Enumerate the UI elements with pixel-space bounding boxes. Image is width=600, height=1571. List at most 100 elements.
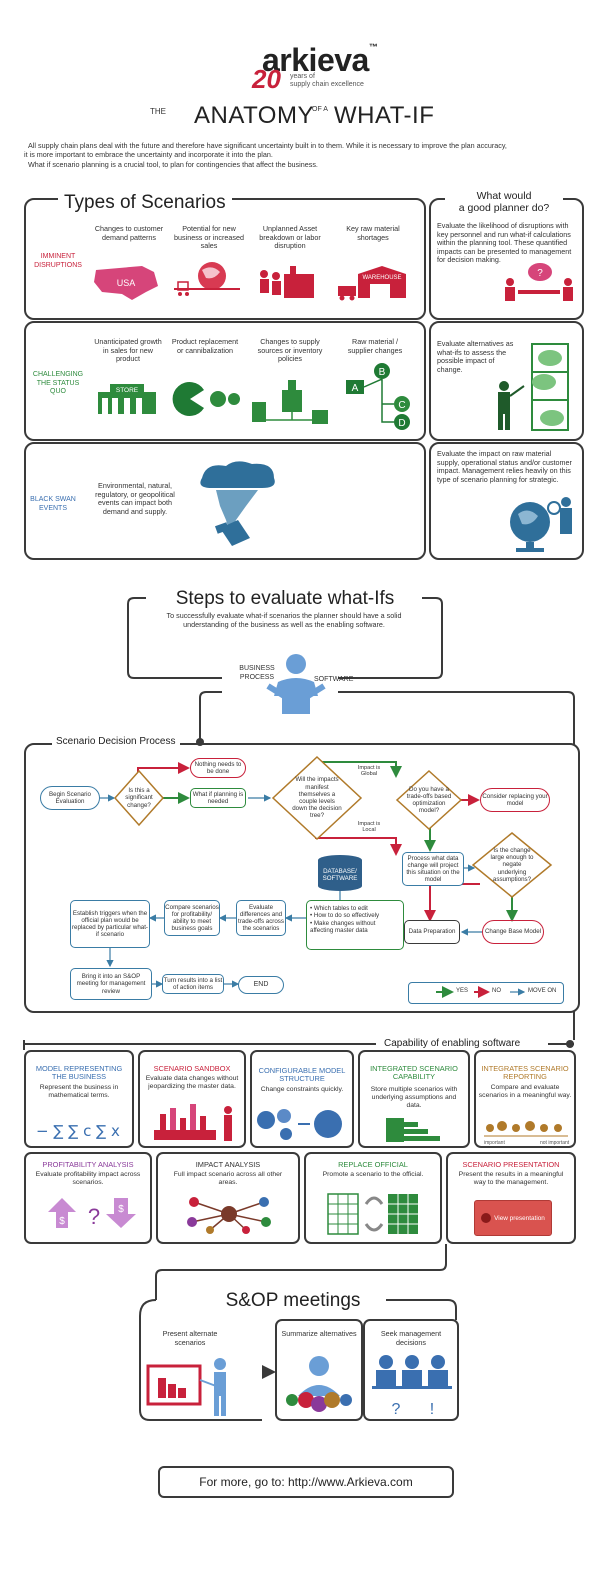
- title-the: THE: [150, 107, 166, 116]
- intro-line-2: it is more important to embrace the unce…: [24, 150, 273, 159]
- nothing-needed-node: Nothing needs to be done: [190, 758, 246, 778]
- capability-card-configurable: [250, 1050, 354, 1148]
- software-label: SOFTWARE: [314, 676, 354, 683]
- data-preparation-node: Data Preparation: [404, 920, 460, 944]
- cap-desc: Compare and evaluate scenarios in a mean…: [478, 1084, 572, 1099]
- row-label-challenging: CHALLENGING THE STATUS QUO: [32, 371, 84, 395]
- svg-text:B: B: [379, 367, 386, 378]
- footer-link[interactable]: For more, go to: http://www.Arkieva.com: [158, 1466, 454, 1498]
- sop-item-present: Present alternate scenarios: [162, 1329, 218, 1347]
- presenter-icon: [146, 1358, 226, 1416]
- scenarios-row-1-box: [24, 198, 426, 320]
- svg-text:!: !: [430, 1401, 434, 1418]
- capability-card-model: [24, 1050, 134, 1148]
- tradeoffs-text: Do you have a trade-offs based optimizat…: [406, 785, 452, 815]
- legend-no: NO: [492, 988, 501, 994]
- whatif-needed-node: What if planning is needed: [190, 788, 246, 808]
- warehouse-icon: WAREHOUSE: [338, 266, 406, 301]
- row-label-black-swan: BLACK SWAN EVENTS: [30, 496, 76, 512]
- process-node: Process what data change will project th…: [402, 852, 464, 886]
- large-enough-text: Is the change large enough to negate und…: [490, 846, 534, 883]
- cap-title: INTEGRATES SCENARIO REPORTING: [481, 1064, 569, 1082]
- scenario-item: Key raw material shortages: [346, 224, 400, 242]
- cap-title: MODEL REPRESENTING THE BUSINESS: [35, 1064, 123, 1082]
- person-icon: [266, 654, 326, 714]
- legend-move-on: MOVE ON: [528, 988, 557, 994]
- planner-text-1: Evaluate the likelihood of disruptions w…: [437, 221, 572, 265]
- decision-large-enough: [471, 832, 553, 898]
- cannibalization-icon: [172, 382, 240, 416]
- scenario-item: Environmental, natural, regulatory, or g…: [95, 481, 175, 516]
- scenario-item: Potential for new business or increased …: [174, 224, 244, 251]
- svg-text:?: ?: [88, 1204, 100, 1229]
- sdp-title: Scenario Decision Process: [52, 736, 180, 747]
- sandbox-icon: [154, 1104, 232, 1141]
- evaluate-node: Evaluate differences and trade-offs acro…: [236, 900, 286, 936]
- svg-text:C: C: [398, 400, 405, 411]
- sop-item-summarize: Summarize alternatives: [281, 1329, 357, 1338]
- capability-card-impact: [156, 1152, 300, 1244]
- cap-desc: Evaluate profitability impact across sce…: [35, 1171, 141, 1186]
- consider-replacing-node: Consider replacing your model: [480, 788, 550, 812]
- management-decision-icon: ? !: [372, 1355, 452, 1418]
- intro-line-1: All supply chain plans deal with the fut…: [28, 141, 507, 150]
- cap-desc: Full impact scenario across all other ar…: [173, 1171, 283, 1186]
- title-what-if: WHAT-IF: [334, 102, 435, 129]
- database-label: DATABASE/ SOFTWARE: [322, 867, 358, 882]
- steps-title: Steps to evaluate what-Ifs: [150, 588, 420, 610]
- change-base-model-node: Change Base Model: [482, 920, 544, 944]
- stacked-scenarios-icon: [386, 1118, 440, 1142]
- cap-title: IMPACT ANALYSIS: [195, 1160, 261, 1169]
- sdp-legend: [408, 982, 564, 1004]
- tornado-icon: [200, 461, 275, 546]
- play-icon: [481, 1213, 492, 1223]
- cap-desc: Represent the business in mathematical t…: [39, 1084, 119, 1099]
- row-label-imminent: IMMINENT DISRUPTIONS: [34, 253, 82, 269]
- capability-title: Capability of enabling software: [382, 1038, 523, 1049]
- anniversary-number: 20: [252, 64, 281, 94]
- scenario-item: Changes to supply sources or inventory p…: [257, 337, 323, 364]
- scenario-item: Raw material / supplier changes: [347, 337, 403, 355]
- profitability-icon: $ ? $: [48, 1198, 136, 1229]
- action-items-node: Turn results into a list of action items: [162, 974, 224, 994]
- scenario-item: Unplanned Asset breakdown or labor disru…: [259, 224, 321, 251]
- svg-text:WAREHOUSE: WAREHOUSE: [362, 275, 401, 281]
- planner-box-3: [429, 442, 584, 560]
- brand-logo: arkieva™: [262, 42, 378, 78]
- triggers-node: Establish triggers when the official pla…: [70, 900, 150, 948]
- cap-title: CONFIGURABLE MODEL STRUCTURE: [258, 1066, 346, 1084]
- labor-disruption-icon: [260, 266, 314, 298]
- planner-title: What would a good planner do?: [445, 190, 563, 214]
- replace-official-icon: [327, 1193, 418, 1235]
- decision-significant: [113, 769, 165, 827]
- planner-text-3: Evaluate the impact on raw material supp…: [437, 449, 572, 484]
- scenario-item: Unanticipated growth in sales for new pr…: [94, 337, 162, 364]
- sop-title: S&OP meetings: [200, 1290, 386, 1312]
- view-presentation-button[interactable]: View presentation: [474, 1200, 552, 1236]
- svg-text:important: important: [484, 1140, 505, 1146]
- store-icon: STORE: [98, 384, 156, 414]
- sop-meeting-node: Bring it into an S&OP meeting for manage…: [70, 968, 152, 1000]
- supplier-change-icon: A B C D: [346, 363, 410, 430]
- svg-text:?: ?: [537, 268, 543, 279]
- sdp-title-dot: [196, 738, 204, 746]
- footer-text: For more, go to: http://www.Arkieva.com: [199, 1475, 413, 1489]
- cap-title: PROFITABILITY ANALYSIS: [42, 1160, 134, 1169]
- cap-title: REPLACE OFFICIAL: [338, 1160, 408, 1169]
- globe-magnifier-icon: [510, 497, 572, 552]
- factory-icon: [252, 380, 328, 424]
- decision-manifest: [271, 755, 363, 841]
- legend-yes: YES: [456, 988, 469, 994]
- svg-text:$: $: [118, 1204, 124, 1215]
- globe-cart-icon: [174, 262, 240, 296]
- reporting-dots-icon: important not important: [484, 1121, 570, 1146]
- cap-desc: Evaluate data changes without jeopardizi…: [145, 1075, 239, 1090]
- db-bullets: • Which tables to edit • How to do so ef…: [306, 900, 404, 950]
- svg-text:− ∑ ∑ c ∑ x: − ∑ ∑ c ∑ x: [36, 1122, 120, 1140]
- manifest-text: Will the impacts manifest themselves a c…: [292, 776, 342, 820]
- title-of-a: OF A: [312, 106, 328, 113]
